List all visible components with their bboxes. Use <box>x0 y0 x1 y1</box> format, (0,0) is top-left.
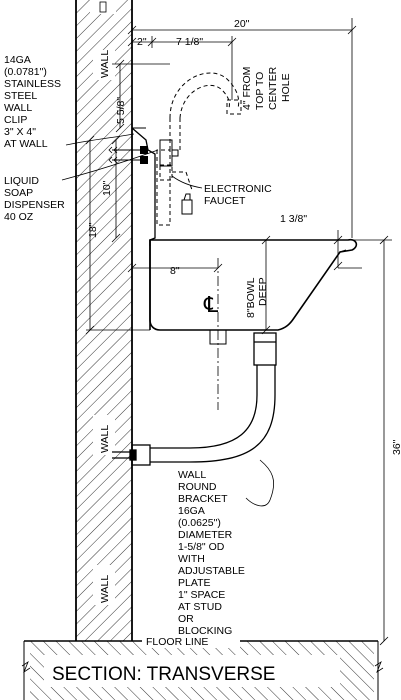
dim-clip-to-faucet: 5 5/8" <box>115 97 127 124</box>
wall-clip-line-5: WALL <box>4 102 32 114</box>
wall-clip-line-8: AT WALL <box>4 138 48 150</box>
bracket-line-4: 16GA <box>178 505 205 517</box>
faucet-center-line-2: TOP TO <box>254 72 266 110</box>
wall-clip-line-4: STEEL <box>4 90 37 102</box>
floor-line-label: FLOOR LINE <box>146 636 208 648</box>
wall-round-bracket <box>112 332 277 466</box>
bracket-line-6: DIAMETER <box>178 529 233 541</box>
bracket-line-9: ADJUSTABLE <box>178 565 245 577</box>
faucet-line-1: ELECTRONIC <box>204 183 272 195</box>
soap-line-2: SOAP <box>4 187 33 199</box>
bracket-line-5: (0.0625") <box>178 517 221 529</box>
dim-wall-offset: 2" <box>137 36 147 48</box>
bracket-line-11: 1" SPACE <box>178 589 225 601</box>
faucet-line-2: FAUCET <box>204 195 246 207</box>
bracket-line-13: OR <box>178 613 194 625</box>
sink-bowl: ℄ <box>149 238 358 410</box>
bowl-deep-label: 8"BOWL DEEP <box>245 277 269 318</box>
bracket-line-2: ROUND <box>178 481 217 493</box>
soap-line-4: 40 OZ <box>4 211 34 223</box>
bracket-line-3: BRACKET <box>178 493 228 505</box>
centerline-symbol: ℄ <box>203 292 219 317</box>
soap-line-3: DISPENSER <box>4 199 65 211</box>
bracket-line-12: AT STUD <box>178 601 222 613</box>
dim-faucet-projection: 7 1/8" <box>176 36 203 48</box>
faucet-center-label: 4" FROM TOP TO CENTER HOLE <box>241 66 292 110</box>
wall-clip-line-3: STAINLESS <box>4 78 61 90</box>
wall-label-top: WALL <box>99 50 111 78</box>
dimension-lines <box>85 18 392 646</box>
bracket-line-7: 1-5/8" OD <box>178 541 225 553</box>
wall-clip-line-6: CLIP <box>4 114 27 126</box>
dim-rim-lip: 1 3/8" <box>280 213 307 225</box>
wall-label-mid: WALL <box>99 425 111 453</box>
soap-dispenser-label: LIQUID SOAP DISPENSER 40 OZ <box>4 149 159 223</box>
dim-bracket-height: 18" <box>87 222 99 238</box>
wall-clip-line-2: (0.0781") <box>4 66 47 78</box>
floor: FLOOR LINE SECTION: TRANSVERSE <box>21 634 384 700</box>
electronic-faucet-label: ELECTRONIC FAUCET <box>171 175 272 207</box>
bracket-line-8: WITH <box>178 553 205 565</box>
bracket-line-14: BLOCKING <box>178 625 232 637</box>
soap-dispenser <box>159 139 193 215</box>
faucet-center-line-3: CENTER <box>267 66 279 110</box>
bowl-deep-line-1: 8"BOWL <box>245 277 257 318</box>
dim-bowl-center: 8" <box>170 265 180 277</box>
wall: WALL WALL WALL <box>75 0 133 641</box>
dim-rim-height: 36" <box>391 439 401 455</box>
dim-dispenser-height: 10" <box>101 180 113 196</box>
electronic-faucet <box>156 72 242 226</box>
wall-clip-label: 14GA (0.0781") STAINLESS STEEL WALL CLIP… <box>4 54 135 150</box>
wall-clip-line-7: 3" X 4" <box>4 126 36 138</box>
wall-label-bottom: WALL <box>99 575 111 603</box>
section-title: SECTION: TRANSVERSE <box>52 664 275 685</box>
wall-clip-line-1: 14GA <box>4 54 31 66</box>
faucet-center-line-1: 4" FROM <box>241 67 253 110</box>
faucet-center-line-4: HOLE <box>280 73 292 102</box>
bracket-label: WALL ROUND BRACKET 16GA (0.0625") DIAMET… <box>178 459 274 637</box>
dim-overall-depth: 20" <box>234 18 250 30</box>
bracket-line-1: WALL <box>178 469 206 481</box>
soap-line-1: LIQUID <box>4 175 39 187</box>
bracket-line-10: PLATE <box>178 577 210 589</box>
bowl-deep-line-2: DEEP <box>257 277 269 306</box>
